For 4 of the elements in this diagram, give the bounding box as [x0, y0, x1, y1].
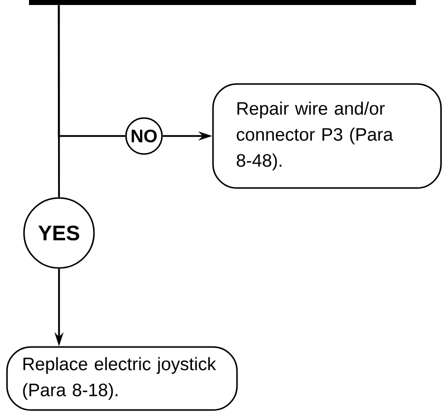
action-box: Repair wire and/or connector P3 (Para 8-48). [212, 83, 442, 189]
action-box: Replace electric joystick (Para 8-18). [6, 346, 238, 411]
connector-line [58, 5, 60, 198]
bar [29, 0, 416, 5]
